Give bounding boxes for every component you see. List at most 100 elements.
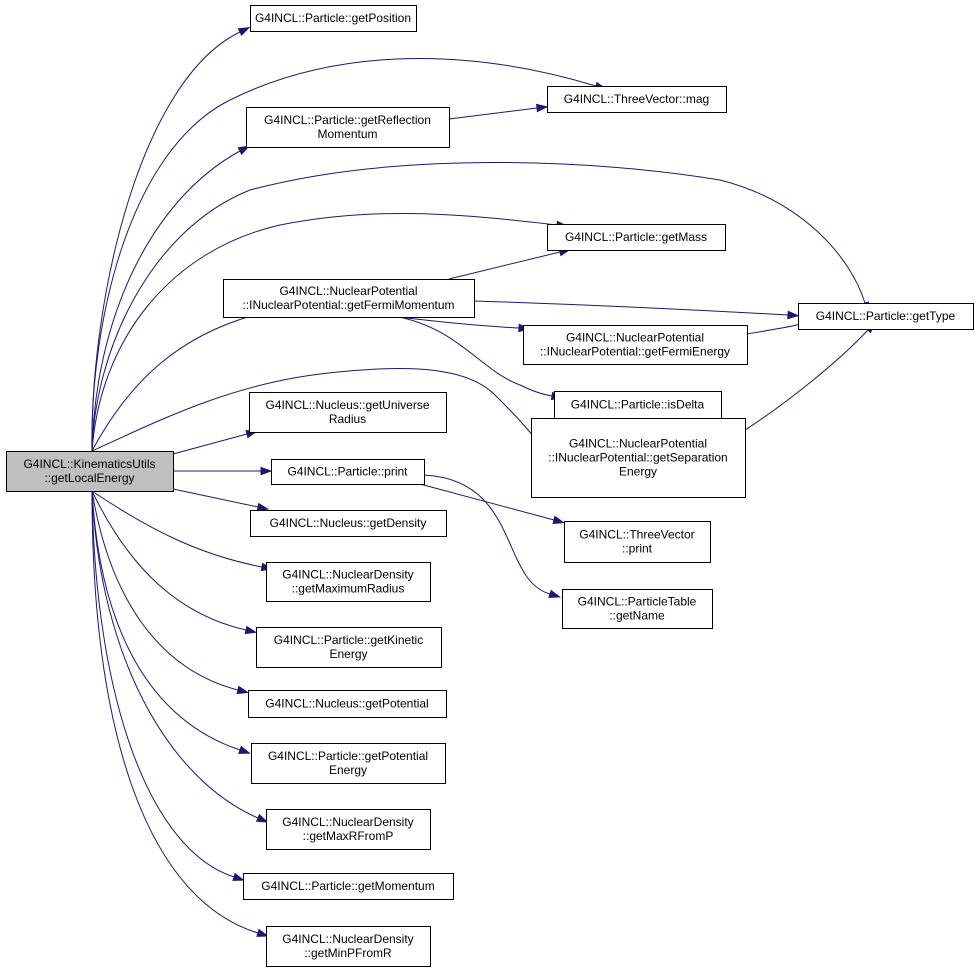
node-label-line: G4INCL::Particle::getMomentum bbox=[261, 879, 434, 893]
node-label-line: G4INCL::Nucleus::getUniverse bbox=[265, 398, 429, 412]
node-layer: G4INCL::KinematicsUtils::getLocalEnergyG… bbox=[6, 5, 974, 967]
arrowhead bbox=[536, 103, 549, 113]
node-box bbox=[523, 325, 748, 365]
node-label-line: ::INuclearPotential::getSeparation bbox=[548, 451, 727, 465]
node-label-line: G4INCL::NuclearPotential bbox=[566, 331, 704, 345]
node-label-line: G4INCL::NuclearDensity bbox=[282, 932, 413, 946]
arrowhead bbox=[255, 813, 269, 823]
edge-particle-print-to-particletable-get-name bbox=[423, 474, 562, 598]
node-label-line: G4INCL::Particle::getPotential bbox=[268, 749, 428, 763]
edge-root-to-get-potential bbox=[91, 490, 250, 695]
node-box bbox=[256, 627, 442, 668]
node-label-line: G4INCL::ParticleTable bbox=[578, 595, 697, 609]
node-get-min-p-from-r[interactable]: G4INCL::NuclearDensity::getMinPFromR bbox=[266, 926, 431, 967]
node-label-line: ::getMaximumRadius bbox=[292, 582, 405, 596]
edge-line bbox=[473, 300, 789, 316]
edge-root-to-get-kinetic-energy bbox=[91, 490, 258, 635]
edge-line bbox=[91, 313, 259, 452]
node-label-line: G4INCL::NuclearPotential bbox=[279, 284, 417, 298]
edge-line bbox=[91, 58, 597, 452]
edge-line bbox=[398, 316, 520, 329]
node-box bbox=[249, 392, 447, 433]
node-label-line: G4INCL::Particle::isDelta bbox=[571, 398, 705, 412]
node-get-fermi-energy[interactable]: G4INCL::NuclearPotential::INuclearPotent… bbox=[523, 325, 748, 365]
node-box bbox=[266, 809, 431, 850]
node-box bbox=[6, 451, 174, 492]
node-box bbox=[554, 391, 722, 419]
node-label-line: G4INCL::Particle::getPosition bbox=[255, 11, 411, 25]
edge-line bbox=[91, 490, 263, 568]
edge-get-fermi-momentum-to-get-mass bbox=[448, 247, 572, 280]
edge-line bbox=[91, 150, 241, 452]
node-box bbox=[547, 224, 726, 251]
edge-root-to-get-momentum bbox=[91, 490, 245, 881]
edge-get-reflection-momentum-to-threevector-mag bbox=[448, 103, 549, 120]
node-get-type[interactable]: G4INCL::Particle::getType bbox=[798, 303, 974, 330]
node-get-density[interactable]: G4INCL::Nucleus::getDensity bbox=[250, 510, 447, 537]
node-threevector-print[interactable]: G4INCL::ThreeVector::print bbox=[564, 521, 711, 563]
node-particletable-get-name[interactable]: G4INCL::ParticleTable::getName bbox=[562, 589, 713, 629]
edge-line bbox=[91, 162, 866, 452]
node-box bbox=[243, 873, 454, 900]
edge-line bbox=[91, 490, 259, 819]
arrowhead bbox=[256, 502, 270, 512]
edge-root-to-get-potential-energy bbox=[91, 490, 251, 754]
node-box bbox=[531, 418, 746, 498]
node-box bbox=[564, 521, 711, 563]
node-label-line: Energy bbox=[329, 763, 367, 777]
node-label-line: ::getMinPFromR bbox=[304, 946, 392, 960]
node-label-line: G4INCL::NuclearDensity bbox=[282, 568, 413, 582]
node-get-momentum[interactable]: G4INCL::Particle::getMomentum bbox=[243, 873, 454, 900]
node-get-maximum-radius[interactable]: G4INCL::NuclearDensity::getMaximumRadius bbox=[266, 562, 431, 602]
node-box bbox=[266, 926, 431, 967]
node-label-line: G4INCL::ThreeVector::mag bbox=[564, 92, 709, 106]
node-is-delta[interactable]: G4INCL::Particle::isDelta bbox=[554, 391, 722, 419]
node-get-position[interactable]: G4INCL::Particle::getPosition bbox=[250, 5, 417, 32]
node-box bbox=[246, 107, 450, 148]
edge-line bbox=[91, 490, 241, 751]
edge-root-to-get-min-p-from-r bbox=[91, 490, 269, 937]
arrowhead bbox=[244, 625, 258, 635]
node-label-line: G4INCL::NuclearDensity bbox=[282, 815, 413, 829]
edge-line bbox=[91, 368, 542, 452]
node-label-line: G4INCL::ThreeVector bbox=[579, 528, 694, 542]
node-particle-print[interactable]: G4INCL::Particle::print bbox=[271, 459, 425, 485]
node-box bbox=[271, 459, 425, 485]
edge-line bbox=[746, 323, 802, 335]
edge-root-to-get-reflection-momentum bbox=[91, 145, 251, 452]
node-get-fermi-momentum[interactable]: G4INCL::NuclearPotential::INuclearPotent… bbox=[223, 279, 475, 318]
edge-line bbox=[91, 490, 239, 691]
edge-line bbox=[91, 490, 247, 631]
node-box bbox=[547, 86, 727, 113]
edge-line bbox=[91, 490, 235, 878]
edge-root-to-get-density bbox=[172, 488, 270, 512]
node-box bbox=[251, 743, 446, 784]
node-get-separation-energy[interactable]: G4INCL::NuclearPotential::INuclearPotent… bbox=[531, 418, 746, 498]
edge-line bbox=[423, 474, 551, 595]
node-get-mass[interactable]: G4INCL::Particle::getMass bbox=[547, 224, 726, 251]
node-box bbox=[248, 690, 447, 718]
node-threevector-mag[interactable]: G4INCL::ThreeVector::mag bbox=[547, 86, 727, 113]
arrowhead bbox=[256, 928, 269, 937]
node-label-line: Radius bbox=[329, 412, 366, 426]
arrowhead bbox=[237, 26, 251, 37]
node-label-line: ::getLocalEnergy bbox=[44, 471, 134, 485]
node-box bbox=[250, 5, 417, 32]
node-label-line: ::INuclearPotential::getFermiEnergy bbox=[540, 345, 730, 359]
node-label-line: G4INCL::Particle::getKinetic bbox=[274, 633, 423, 647]
node-label-line: Energy bbox=[619, 465, 657, 479]
node-get-potential[interactable]: G4INCL::Nucleus::getPotential bbox=[248, 690, 447, 718]
node-label-line: ::print bbox=[622, 542, 653, 556]
edge-root-to-get-maximum-radius bbox=[91, 490, 274, 572]
node-box bbox=[266, 562, 431, 602]
node-label-line: G4INCL::Particle::getType bbox=[816, 309, 956, 323]
edge-line bbox=[91, 31, 241, 452]
edge-root-to-get-position bbox=[91, 26, 251, 452]
node-get-max-r-from-p[interactable]: G4INCL::NuclearDensity::getMaxRFromP bbox=[266, 809, 431, 850]
arrowhead bbox=[237, 145, 251, 156]
